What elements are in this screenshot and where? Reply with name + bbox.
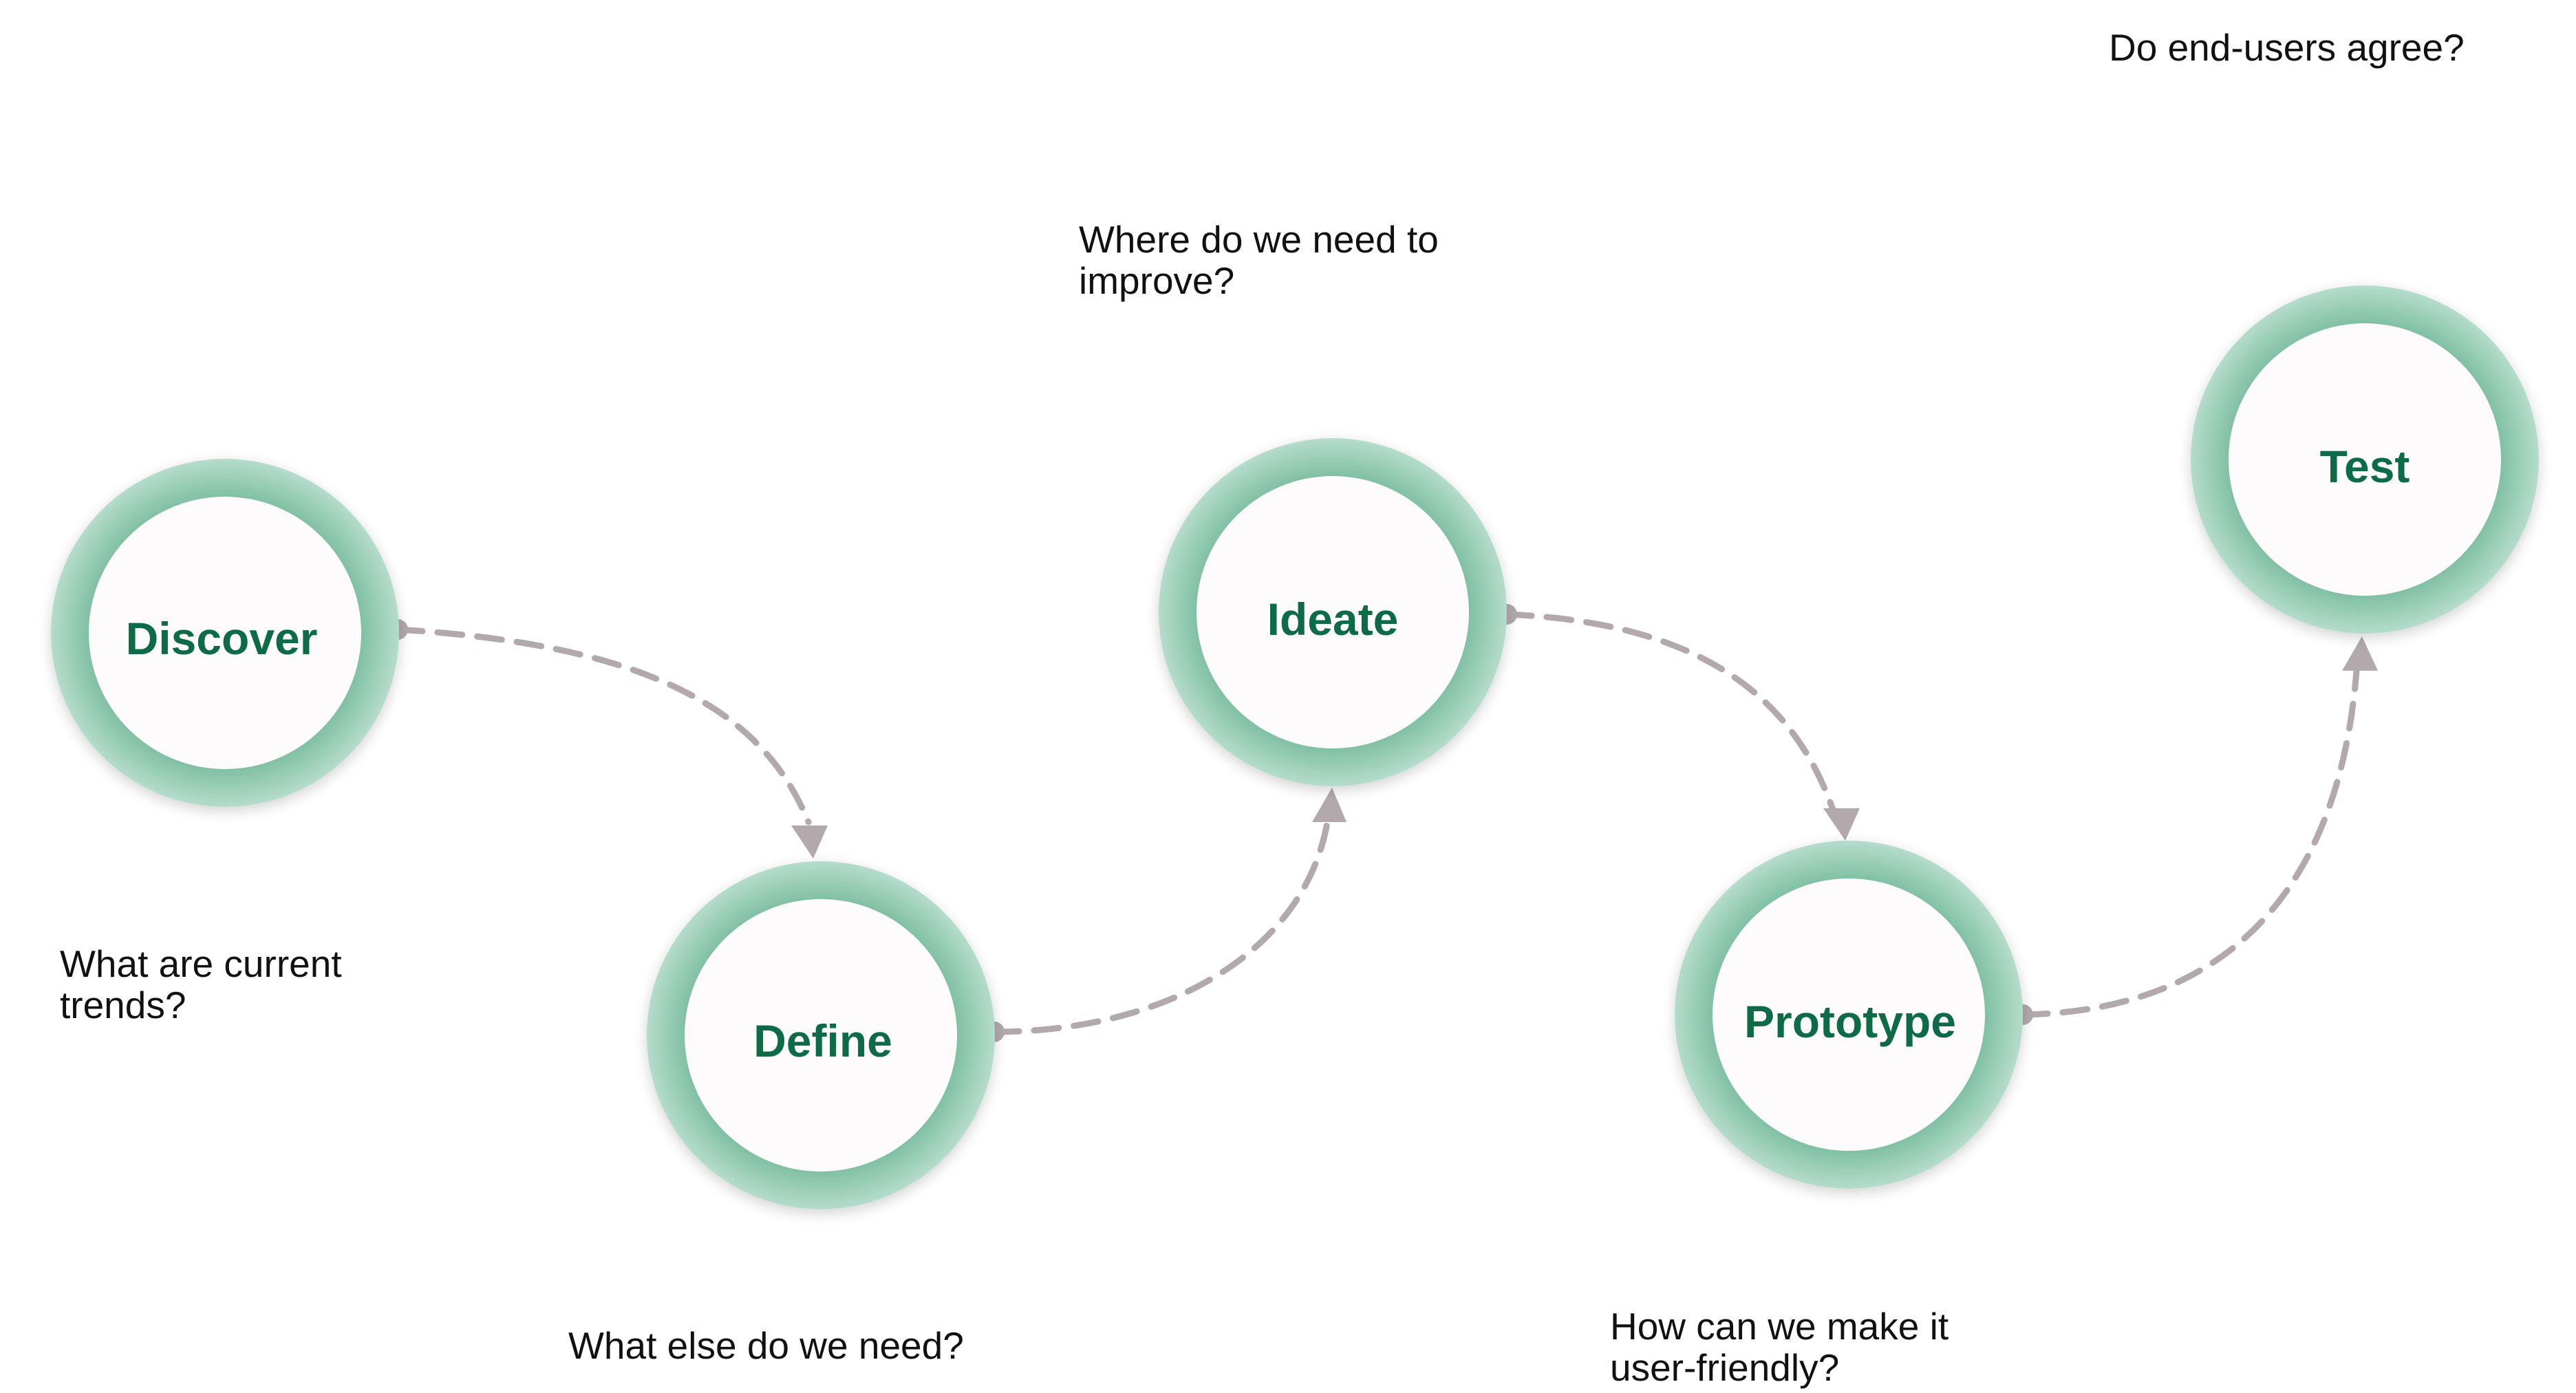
connector-path [2019, 667, 2360, 1018]
node-label-discover: Discover [126, 613, 318, 664]
node-inner [1196, 476, 1469, 748]
node-inner [685, 899, 957, 1171]
connector-discover-define [387, 619, 828, 859]
node-label-ideate: Ideate [1267, 594, 1399, 645]
node-define: Define [647, 861, 995, 1209]
arrow-head-icon [1312, 788, 1346, 822]
question-discover-line-2: trends? [60, 984, 186, 1026]
question-define: What else do we need? [568, 1324, 964, 1367]
node-ideate: Ideate [1159, 438, 1507, 786]
connector-path [991, 815, 1331, 1035]
arrow-head-icon [1823, 808, 1860, 841]
question-discover-line-1: What are current [60, 942, 342, 985]
node-prototype: Prototype [1675, 841, 2023, 1189]
question-ideate: Where do we need to improve? [1079, 218, 1449, 302]
node-inner [2229, 323, 2501, 596]
node-test: Test [2191, 285, 2539, 634]
node-discover: Discover [51, 459, 399, 807]
question-define-line-1: What else do we need? [568, 1324, 964, 1367]
question-prototype-line-2: user-friendly? [1610, 1346, 1839, 1389]
connector-ideate-prototype [1496, 604, 1860, 841]
node-label-define: Define [753, 1015, 892, 1066]
connector-prototype-test [2012, 636, 2378, 1025]
connector-path [1503, 611, 1837, 815]
node-label-test: Test [2320, 441, 2410, 492]
connector-define-ideate [984, 788, 1346, 1042]
question-test-line-1: Do end-users agree? [2109, 26, 2465, 69]
question-test: Do end-users agree? [2109, 26, 2465, 69]
node-inner [1713, 878, 1985, 1151]
connector-path [394, 626, 812, 825]
question-discover: What are current trends? [60, 942, 352, 1026]
arrow-head-icon [791, 825, 828, 859]
node-inner [89, 497, 361, 769]
question-ideate-line-1: Where do we need to [1079, 218, 1439, 261]
node-label-prototype: Prototype [1744, 996, 1956, 1047]
question-prototype-line-1: How can we make it [1610, 1305, 1949, 1348]
arrow-head-icon [2342, 636, 2378, 671]
question-ideate-line-2: improve? [1079, 259, 1234, 302]
question-prototype: How can we make it user-friendly? [1610, 1305, 1959, 1389]
